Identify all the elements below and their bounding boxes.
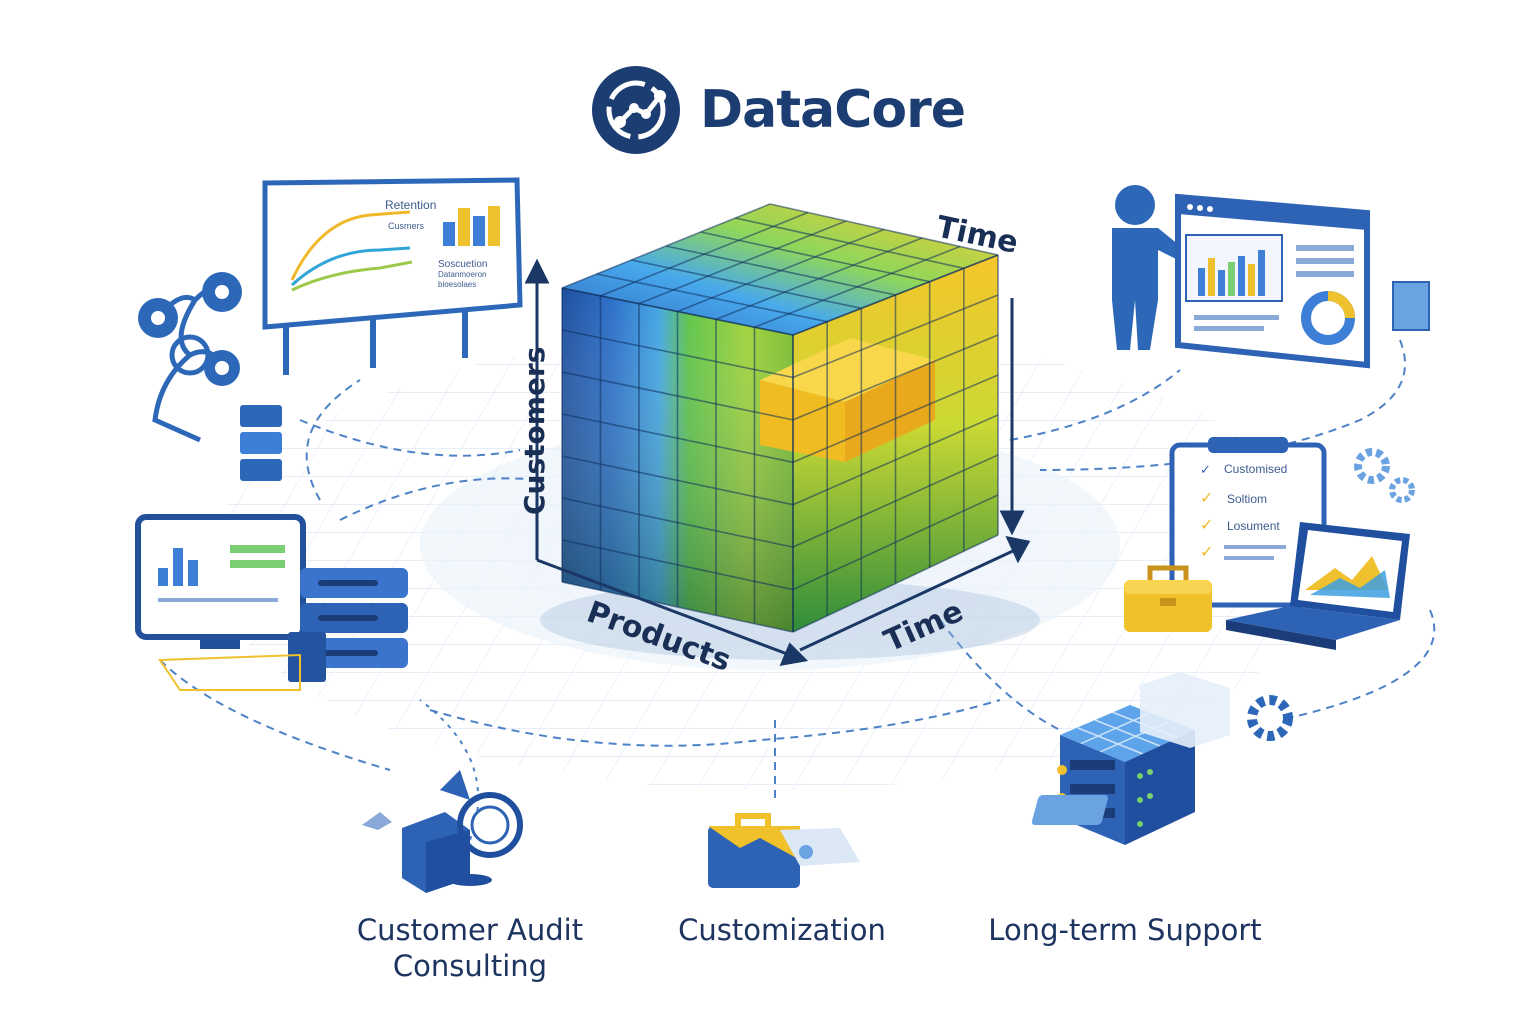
- checklist-item-2: Soltiom: [1227, 492, 1267, 506]
- service-audit-consulting: Customer Audit Consulting: [330, 912, 610, 984]
- stacked-database-icon: [240, 405, 282, 481]
- svg-text:✓: ✓: [1200, 490, 1213, 507]
- cloud-box-icon: [1140, 672, 1230, 748]
- checklist-item-3: Losument: [1227, 519, 1280, 533]
- board-title: Retention: [385, 198, 436, 212]
- brand-name: DataCore: [700, 80, 966, 140]
- dataflow-logo-icon: [592, 66, 680, 154]
- service-long-term-support: Long-term Support: [970, 912, 1280, 948]
- service-audit-line1: Customer Audit: [356, 913, 584, 947]
- svg-text:✓: ✓: [1200, 517, 1213, 534]
- svg-text:✓: ✓: [1200, 544, 1213, 561]
- service-audit-line2: Consulting: [392, 949, 548, 983]
- laptop-chart-icon: [1226, 522, 1410, 650]
- service-customization-label: Customization: [678, 913, 886, 947]
- service-customization: Customization: [652, 912, 912, 948]
- presentation-board: Retention Cusmers Soscuetion Datanmoeron…: [262, 177, 523, 375]
- checklist-item-1: Customised: [1224, 462, 1287, 476]
- audit-package-icon: [362, 770, 523, 893]
- tablet-icon: [1031, 795, 1109, 825]
- toolbox-icon: [1124, 565, 1212, 632]
- svg-text:✓: ✓: [1200, 462, 1211, 477]
- dashed-connectors: [159, 339, 1436, 800]
- analytics-window: [1175, 193, 1370, 369]
- board-caption-2: Datanmoeron: [438, 270, 486, 279]
- briefcase-icon: [708, 813, 860, 888]
- service-support-label: Long-term Support: [988, 913, 1262, 947]
- board-subtitle: Cusmers: [388, 221, 425, 231]
- presenter-icon: [1112, 185, 1195, 350]
- monitor-chart-icon: [135, 514, 306, 649]
- server-stack-icon: [288, 568, 408, 682]
- small-document-icon: [1392, 281, 1430, 331]
- board-caption-3: bioesolaes: [438, 280, 476, 289]
- axis-label-customers: Customers: [518, 347, 551, 515]
- gear-icon: [1247, 448, 1415, 741]
- board-caption-1: Soscuetion: [438, 259, 487, 270]
- network-nodes-icon: [138, 272, 242, 443]
- cube-grid-lines: [561, 203, 999, 633]
- cube-axes: [524, 258, 1031, 666]
- brand-header: DataCore: [590, 64, 966, 156]
